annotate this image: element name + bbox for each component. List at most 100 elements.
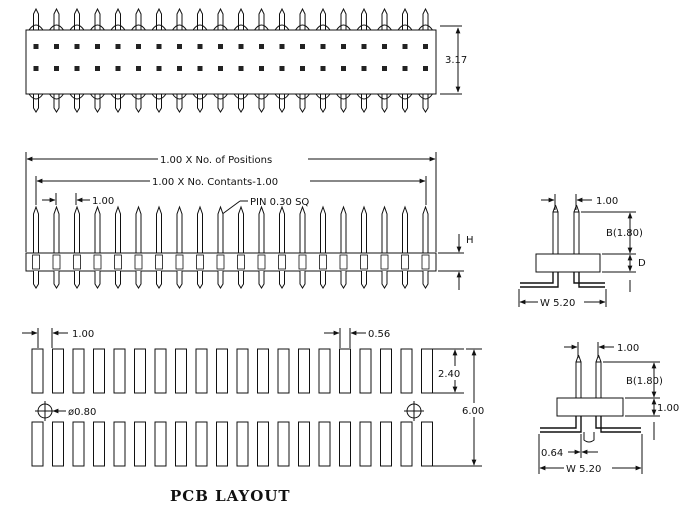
top-pin bbox=[299, 7, 306, 30]
pcb-pad-lower bbox=[113, 421, 126, 467]
housing-scallop bbox=[418, 93, 433, 100]
front-tail bbox=[74, 271, 80, 289]
housing-scallop bbox=[151, 93, 167, 100]
dim-top-height: 3.17 bbox=[445, 55, 467, 66]
housing-scallop bbox=[69, 93, 85, 100]
front-pin-window bbox=[73, 254, 81, 270]
hole-left bbox=[35, 401, 55, 421]
dim-pitch-right-top: 1.00 bbox=[596, 196, 618, 207]
top-view-pins bbox=[28, 7, 433, 113]
housing-scallop bbox=[49, 93, 64, 100]
top-pin bbox=[422, 7, 429, 30]
top-pin bbox=[33, 7, 39, 30]
pcb-pad-upper bbox=[380, 348, 392, 394]
housing-scallop bbox=[254, 93, 269, 100]
pcb-pad-upper bbox=[134, 348, 146, 394]
bottom-pin bbox=[361, 94, 367, 113]
bottom-pin bbox=[53, 94, 60, 113]
front-view: 1.00 X No. of Positions 1.00 X No. Conta… bbox=[25, 151, 474, 290]
hole-right bbox=[404, 401, 424, 421]
front-pin-window bbox=[298, 254, 307, 270]
bottom-pin bbox=[381, 94, 388, 113]
pcb-pad-lower bbox=[400, 421, 413, 467]
front-pin-window bbox=[196, 254, 204, 270]
pcb-pad-upper bbox=[359, 348, 372, 394]
dim-w-right-top: W 5.20 bbox=[540, 298, 575, 309]
pin-square bbox=[259, 44, 264, 49]
pin-square bbox=[320, 66, 326, 71]
dim-pad-width: 0.56 bbox=[368, 329, 390, 340]
housing-scallop bbox=[131, 93, 146, 100]
front-tail bbox=[115, 271, 121, 289]
housing-scallop bbox=[315, 24, 331, 31]
pcb-title: PCB LAYOUT bbox=[170, 487, 291, 505]
front-pin bbox=[156, 205, 162, 253]
housing-scallop bbox=[254, 24, 269, 31]
dim-b-right-top: B(1.80) bbox=[606, 228, 643, 239]
pin-square bbox=[279, 66, 285, 71]
bottom-pin bbox=[299, 94, 306, 113]
housing-scallop bbox=[233, 93, 249, 100]
front-pin-window bbox=[32, 254, 40, 270]
pin-square bbox=[320, 44, 326, 49]
pin-square bbox=[402, 66, 408, 71]
front-view-tails bbox=[32, 254, 430, 289]
front-tail bbox=[340, 271, 347, 289]
pin-square bbox=[259, 66, 264, 71]
housing-scallop bbox=[274, 24, 290, 31]
front-pin bbox=[340, 205, 347, 253]
front-tail bbox=[361, 271, 367, 289]
housing-scallop bbox=[418, 24, 433, 31]
housing-scallop bbox=[336, 24, 351, 31]
housing-scallop bbox=[28, 24, 44, 31]
front-pin-window bbox=[257, 254, 266, 270]
top-pin bbox=[238, 7, 244, 30]
front-pin bbox=[402, 205, 408, 253]
pin-square bbox=[402, 44, 408, 49]
bottom-pin bbox=[402, 94, 408, 113]
pin-square bbox=[197, 66, 203, 71]
dim-pad-span: 6.00 bbox=[462, 406, 484, 417]
pcb-pad-upper bbox=[318, 348, 331, 394]
dim-contents: 1.00 X No. Contants-1.00 bbox=[152, 177, 278, 188]
pin-square bbox=[115, 66, 121, 71]
front-tail bbox=[94, 271, 101, 289]
bottom-pin bbox=[33, 94, 39, 113]
housing-scallop bbox=[274, 93, 290, 100]
front-pin bbox=[217, 205, 224, 253]
front-pin-window bbox=[380, 254, 389, 270]
pcb-pad-upper bbox=[277, 348, 290, 394]
dim-positions: 1.00 X No. of Positions bbox=[160, 155, 272, 166]
pin-square bbox=[74, 66, 80, 71]
pcb-pad-lower bbox=[318, 421, 331, 467]
pcb-pad-lower bbox=[421, 421, 433, 467]
pin-square bbox=[54, 66, 59, 71]
dim-pitch-pcb: 1.00 bbox=[72, 329, 94, 340]
pin-square bbox=[95, 44, 100, 49]
pcb-pad-upper bbox=[195, 348, 208, 394]
housing-scallop bbox=[397, 24, 413, 31]
pcb-pad-lower bbox=[52, 421, 64, 467]
dim-d: D bbox=[638, 258, 646, 269]
pin-square bbox=[197, 44, 203, 49]
front-pin bbox=[197, 205, 203, 253]
bottom-pin bbox=[279, 94, 285, 113]
housing-scallop bbox=[397, 93, 413, 100]
front-pin-window bbox=[421, 254, 430, 270]
housing-scallop bbox=[49, 24, 64, 31]
bottom-pin bbox=[156, 94, 162, 113]
top-pin bbox=[135, 7, 142, 30]
front-pin-window bbox=[401, 254, 409, 270]
pin-square bbox=[361, 66, 367, 71]
front-pin-window bbox=[360, 254, 368, 270]
side-view-top: 1.00 B(1.80) D W 5.20 bbox=[518, 194, 646, 309]
housing-scallop bbox=[233, 24, 249, 31]
pcb-pad-lower bbox=[195, 421, 208, 467]
top-pin bbox=[402, 7, 408, 30]
pin-square bbox=[423, 66, 428, 71]
top-pin bbox=[115, 7, 121, 30]
pcb-pad-lower bbox=[236, 421, 249, 467]
housing-scallop bbox=[110, 24, 126, 31]
housing-scallop bbox=[172, 24, 187, 31]
